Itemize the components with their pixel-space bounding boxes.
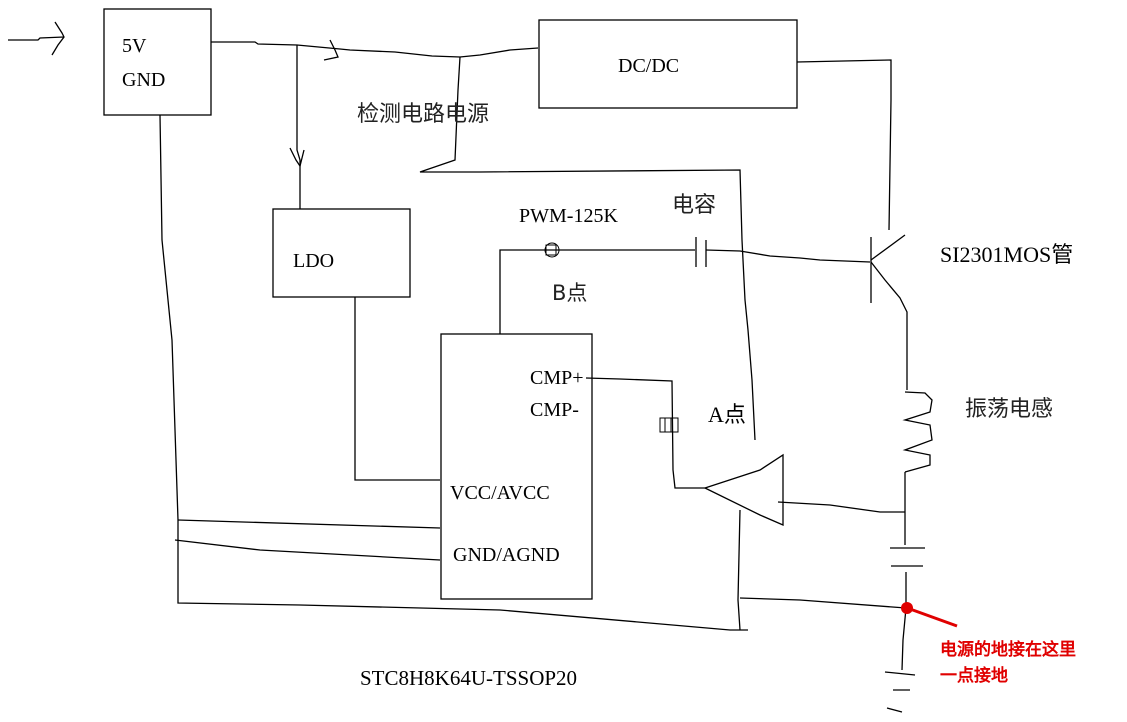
pwm-label: PWM-125K (519, 205, 618, 227)
gnd-agnd-wire (174, 539, 441, 561)
capacitor-label: 电容 (672, 193, 716, 218)
ldo-block (272, 208, 411, 298)
comparator-symbol (704, 453, 905, 631)
pwm-wire (499, 249, 695, 334)
cap-to-ground-wire (901, 572, 907, 671)
probe-point-a-icon (659, 417, 679, 433)
input-arrow-icon (8, 21, 65, 56)
capacitor-symbol (695, 237, 707, 267)
ground-annotation-line1: 电源的地接在这里 (940, 639, 1076, 660)
mosfet-label: SI2301MOS管 (940, 242, 1073, 267)
inductor-symbol (902, 391, 933, 473)
chassis-wire (177, 519, 441, 529)
power-gnd-label: GND (122, 69, 165, 91)
power-5v-label: 5V (122, 35, 147, 57)
mosfet-symbol (870, 234, 908, 390)
ldo-label: LDO (293, 250, 334, 272)
gnd-pin-label: GND/AGND (453, 544, 560, 566)
dcdc-block (538, 19, 798, 109)
dcdc-label: DC/DC (618, 55, 679, 77)
single-point-ground-marker (901, 602, 913, 614)
cmp-plus-pin-label: CMP+ (530, 367, 584, 389)
bottom-capacitor-symbol (890, 547, 925, 567)
gate-wire (705, 249, 871, 263)
point-b-label: B点 (552, 281, 587, 305)
inductor-label: 振荡电感 (965, 397, 1053, 422)
ground-symbol (884, 671, 916, 713)
supply-rail-wire (211, 39, 756, 441)
mcu-part-number: STC8H8K64U-TSSOP20 (360, 666, 577, 690)
point-a-label: A点 (708, 402, 746, 427)
power-input-block (103, 8, 212, 116)
mcu-block (440, 333, 593, 600)
annotation-pointer (909, 607, 958, 628)
ldo-vcc-wire (354, 297, 440, 481)
ground-bus-wire (739, 597, 907, 609)
ground-return-wire (159, 114, 748, 631)
probe-point-b-icon (544, 242, 560, 258)
cmp-plus-wire (585, 377, 705, 489)
cmp-minus-pin-label: CMP- (530, 399, 579, 421)
vcc-pin-label: VCC/AVCC (450, 482, 550, 504)
detect-power-label: 检测电路电源 (357, 102, 489, 127)
ground-annotation-line2: 一点接地 (940, 665, 1008, 686)
dcdc-output-wire (796, 59, 892, 231)
